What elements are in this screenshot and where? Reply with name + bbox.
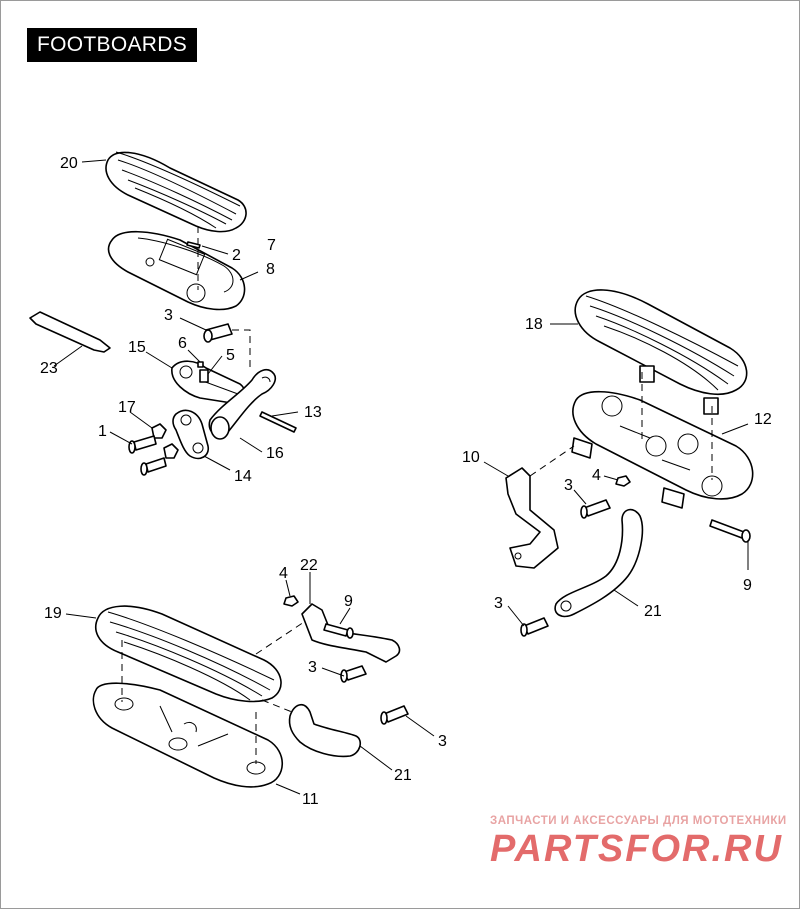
part-3-screw-lower-right[interactable]	[380, 705, 409, 725]
watermark-tagline: ЗАПЧАСТИ И АКСЕССУАРЫ ДЛЯ МОТОТЕХНИКИ	[490, 815, 787, 827]
part-14-link[interactable]	[172, 409, 210, 460]
part-9-bolt-lower[interactable]	[323, 623, 354, 639]
callout-13: 13	[304, 404, 322, 421]
callout-3-right: 3	[564, 477, 573, 494]
part-9-bolt-right[interactable]	[709, 519, 751, 543]
page-title: FOOTBOARDS	[27, 28, 198, 62]
callout-20: 20	[60, 155, 78, 172]
callout-14: 14	[234, 468, 252, 485]
callout-15: 15	[128, 339, 146, 356]
callout-12: 12	[754, 411, 772, 428]
part-5-spring[interactable]	[199, 369, 209, 383]
part-21-arm-lower[interactable]	[288, 704, 362, 758]
part-16-footboard-arm[interactable]	[208, 368, 277, 440]
watermark-brand: PARTSFOR.RU	[490, 828, 783, 870]
callout-6: 6	[178, 335, 187, 352]
part-23-plate[interactable]	[29, 311, 111, 353]
callout-3-bottom-right: 3	[494, 595, 503, 612]
callout-5: 5	[226, 347, 235, 364]
callout-11: 11	[302, 791, 319, 808]
leader-lines	[53, 159, 749, 795]
part-10-bracket[interactable]	[505, 467, 559, 569]
callout-8: 8	[266, 261, 275, 278]
part-13-pin[interactable]	[259, 411, 297, 433]
callout-16: 16	[266, 445, 284, 462]
part-3-screw-right[interactable]	[580, 499, 611, 519]
part-4-nut-lower[interactable]	[283, 595, 299, 607]
part-1-bolt[interactable]	[128, 435, 167, 476]
part-20-footboard-pad[interactable]	[105, 151, 247, 233]
callout-1: 1	[98, 423, 107, 440]
part-11-footboard-pan[interactable]	[92, 640, 283, 788]
part-4-nut-right[interactable]	[615, 475, 631, 487]
part-8-footboard-pan[interactable]	[107, 226, 246, 311]
callout-3-lower-middle: 3	[308, 659, 317, 676]
callout-21-right: 21	[644, 603, 662, 620]
part-3-screw-bottom-right[interactable]	[520, 617, 549, 637]
part-3-screw-upper[interactable]	[203, 323, 233, 343]
callout-2: 2	[232, 247, 241, 264]
callout-9-lower: 9	[344, 593, 353, 610]
callout-7: 7	[267, 237, 276, 254]
callout-10: 10	[462, 449, 480, 466]
callout-4-right: 4	[592, 467, 601, 484]
callout-3-upper: 3	[164, 307, 173, 324]
part-19-footboard-pad[interactable]	[94, 605, 282, 703]
part-12-footboard-pan[interactable]	[571, 372, 754, 509]
part-2-pin[interactable]	[186, 241, 201, 249]
callout-18: 18	[525, 316, 543, 333]
callout-19: 19	[44, 605, 62, 622]
callout-23: 23	[40, 360, 58, 377]
part-6-detent[interactable]	[197, 361, 204, 368]
callout-17: 17	[118, 399, 136, 416]
callout-labels: 20 2 7 8 23 3 15 6 5 13 17 1 14 16 18 12…	[40, 155, 772, 808]
callout-4-lower: 4	[279, 565, 288, 582]
part-3-screw-lower-middle[interactable]	[340, 665, 367, 683]
callout-3-lower-right: 3	[438, 733, 447, 750]
part-18-footboard-pad[interactable]	[574, 289, 748, 415]
callout-22: 22	[300, 557, 318, 574]
callout-9-right: 9	[743, 577, 752, 594]
part-21-arm-right[interactable]	[554, 508, 644, 618]
callout-21-lower: 21	[394, 767, 412, 784]
